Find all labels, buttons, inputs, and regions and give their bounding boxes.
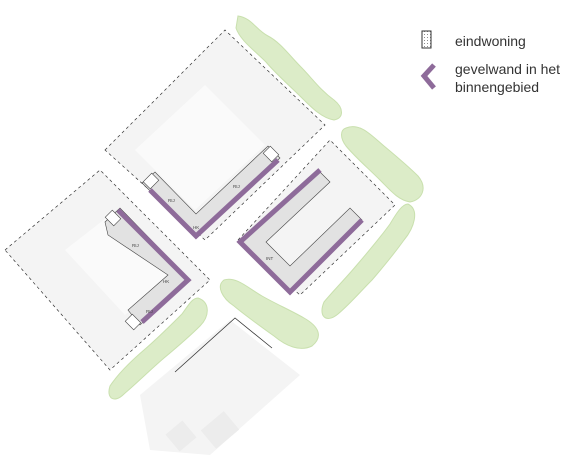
label-west-3: RIJ	[146, 309, 153, 314]
label-north-3: RIJ	[233, 184, 240, 189]
end-dwelling-west-bottom	[124, 313, 142, 331]
legend-label-facade: gevelwand in het binnengebied	[455, 60, 560, 96]
hedge-north	[235, 15, 342, 121]
legend-label-facade-line1: gevelwand in het	[455, 61, 561, 77]
south-annex-2	[200, 411, 240, 449]
vegetation	[108, 15, 424, 400]
label-north-2: HK	[193, 225, 199, 230]
buildings: RIJ HK RIJ RIJ HK RIJ INT	[104, 145, 364, 331]
label-west-2: HK	[163, 279, 169, 284]
label-east-1: INT	[266, 256, 274, 261]
hedge-east-top	[341, 126, 424, 203]
hedge-south-west	[108, 297, 208, 400]
end-dwelling-north-left	[142, 172, 160, 190]
inner-yard-north	[135, 85, 265, 210]
south-annex-1	[165, 420, 197, 452]
legend-facade-icon	[420, 63, 436, 90]
facade-north	[148, 158, 280, 240]
end-dwelling-west-top	[104, 209, 122, 227]
facade-east	[236, 168, 364, 296]
hedge-south-east	[219, 278, 319, 349]
facade-west	[116, 208, 192, 324]
legend-label-end-dwelling: eindwoning	[455, 33, 526, 49]
label-west-1: RIJ	[132, 243, 139, 248]
south-block-edge	[174, 317, 273, 373]
inner-yard-west	[65, 215, 170, 315]
end-dwelling-north-right	[262, 145, 280, 163]
hedge-east	[321, 203, 416, 319]
legend-label-facade-line2: binnengebied	[455, 79, 540, 95]
south-block	[140, 320, 300, 455]
legend-end-dwelling-icon	[421, 30, 432, 49]
label-north-1: RIJ	[168, 198, 175, 203]
